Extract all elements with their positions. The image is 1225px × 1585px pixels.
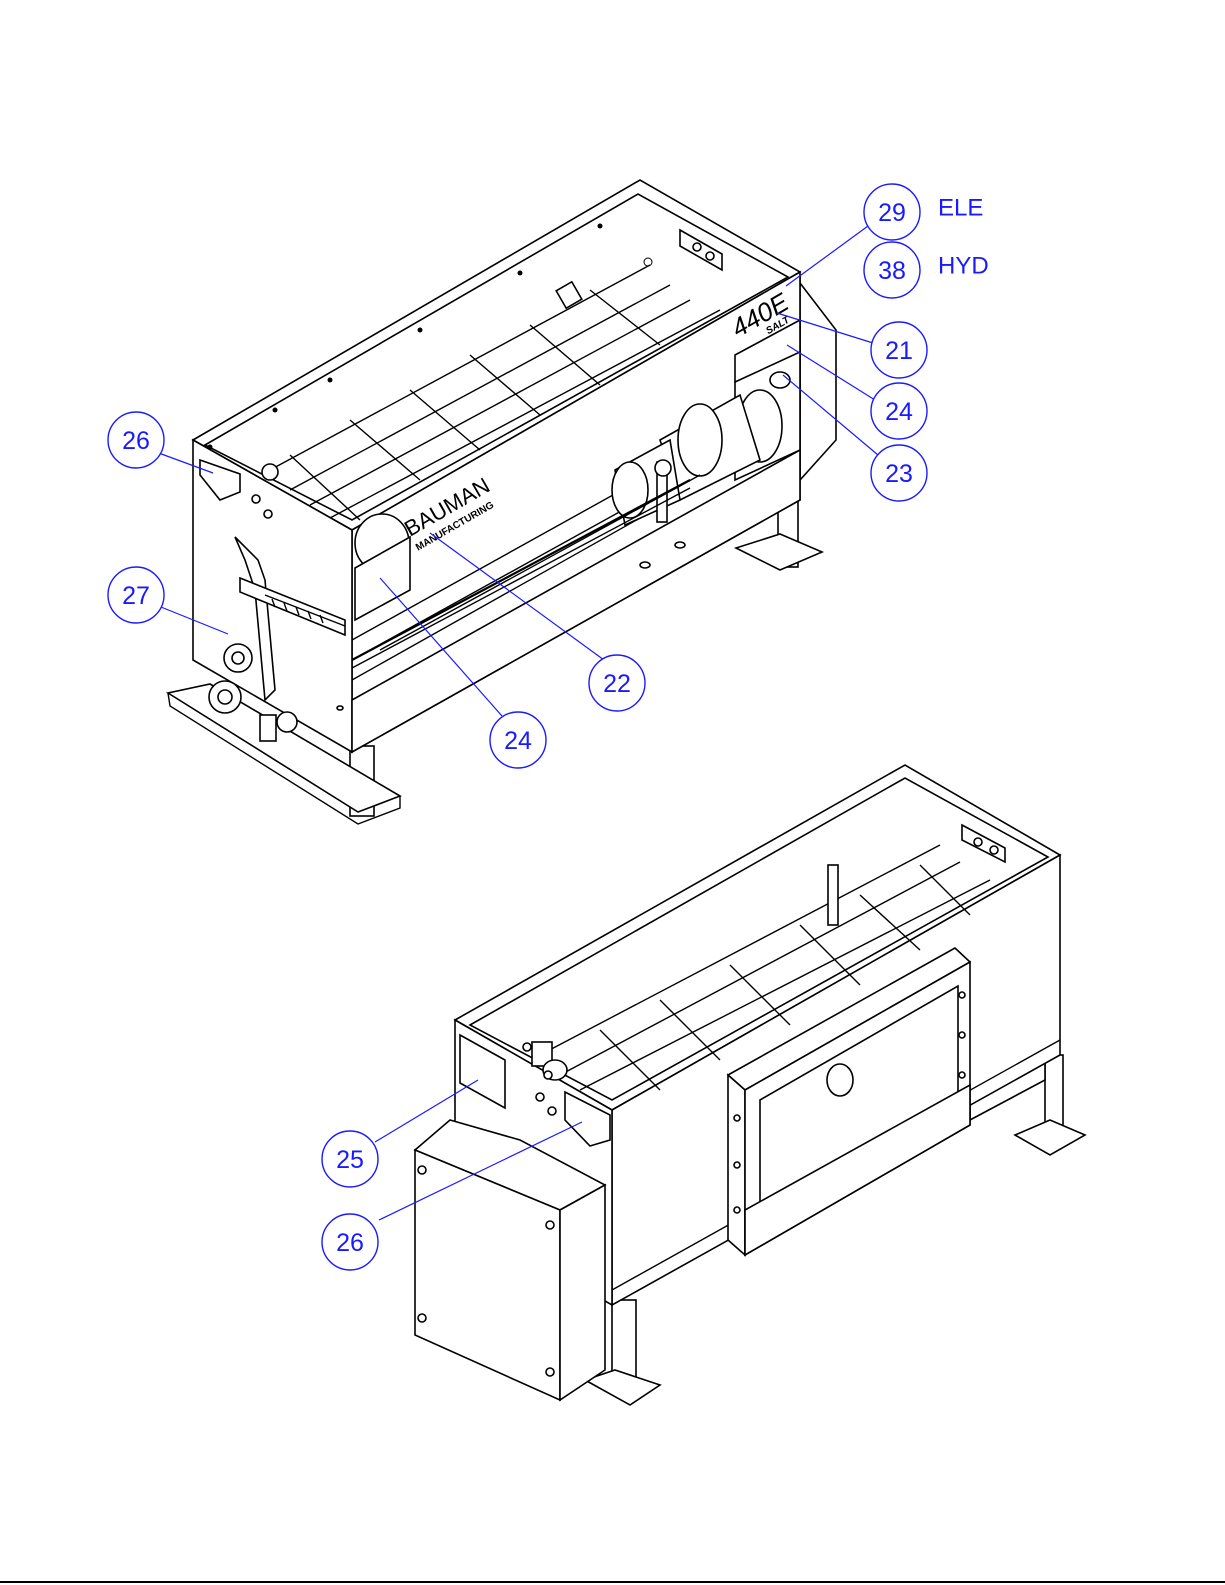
callout-22: 22 [589,655,645,711]
svg-text:26: 26 [122,427,150,455]
top-hopper-body: BAUMAN MANUFACTURING 440E SALT [193,180,800,752]
svg-text:27: 27 [122,582,150,610]
note-hyd: HYD [938,253,989,280]
callout-24-bottom: 24 [490,712,546,768]
svg-text:38: 38 [878,257,906,285]
callout-21: 21 [871,322,927,378]
callout-25: 25 [322,1131,378,1187]
svg-text:29: 29 [878,199,906,227]
bottom-spreader-assembly [415,765,1085,1405]
callout-24-top-right: 24 [871,383,927,439]
callout-29: 29 [864,184,920,240]
svg-text:24: 24 [504,727,532,755]
svg-text:25: 25 [336,1146,364,1174]
svg-text:22: 22 [603,670,631,698]
svg-text:23: 23 [885,460,913,488]
callout-27: 27 [108,567,164,623]
svg-text:21: 21 [885,337,913,365]
note-ele: ELE [938,195,983,222]
svg-text:24: 24 [885,398,913,426]
svg-text:26: 26 [336,1229,364,1257]
callout-38: 38 [864,242,920,298]
callout-26-bottom: 26 [322,1214,378,1270]
callout-23: 23 [871,445,927,501]
right-end-frame [800,283,836,480]
callout-26-top: 26 [108,412,164,468]
